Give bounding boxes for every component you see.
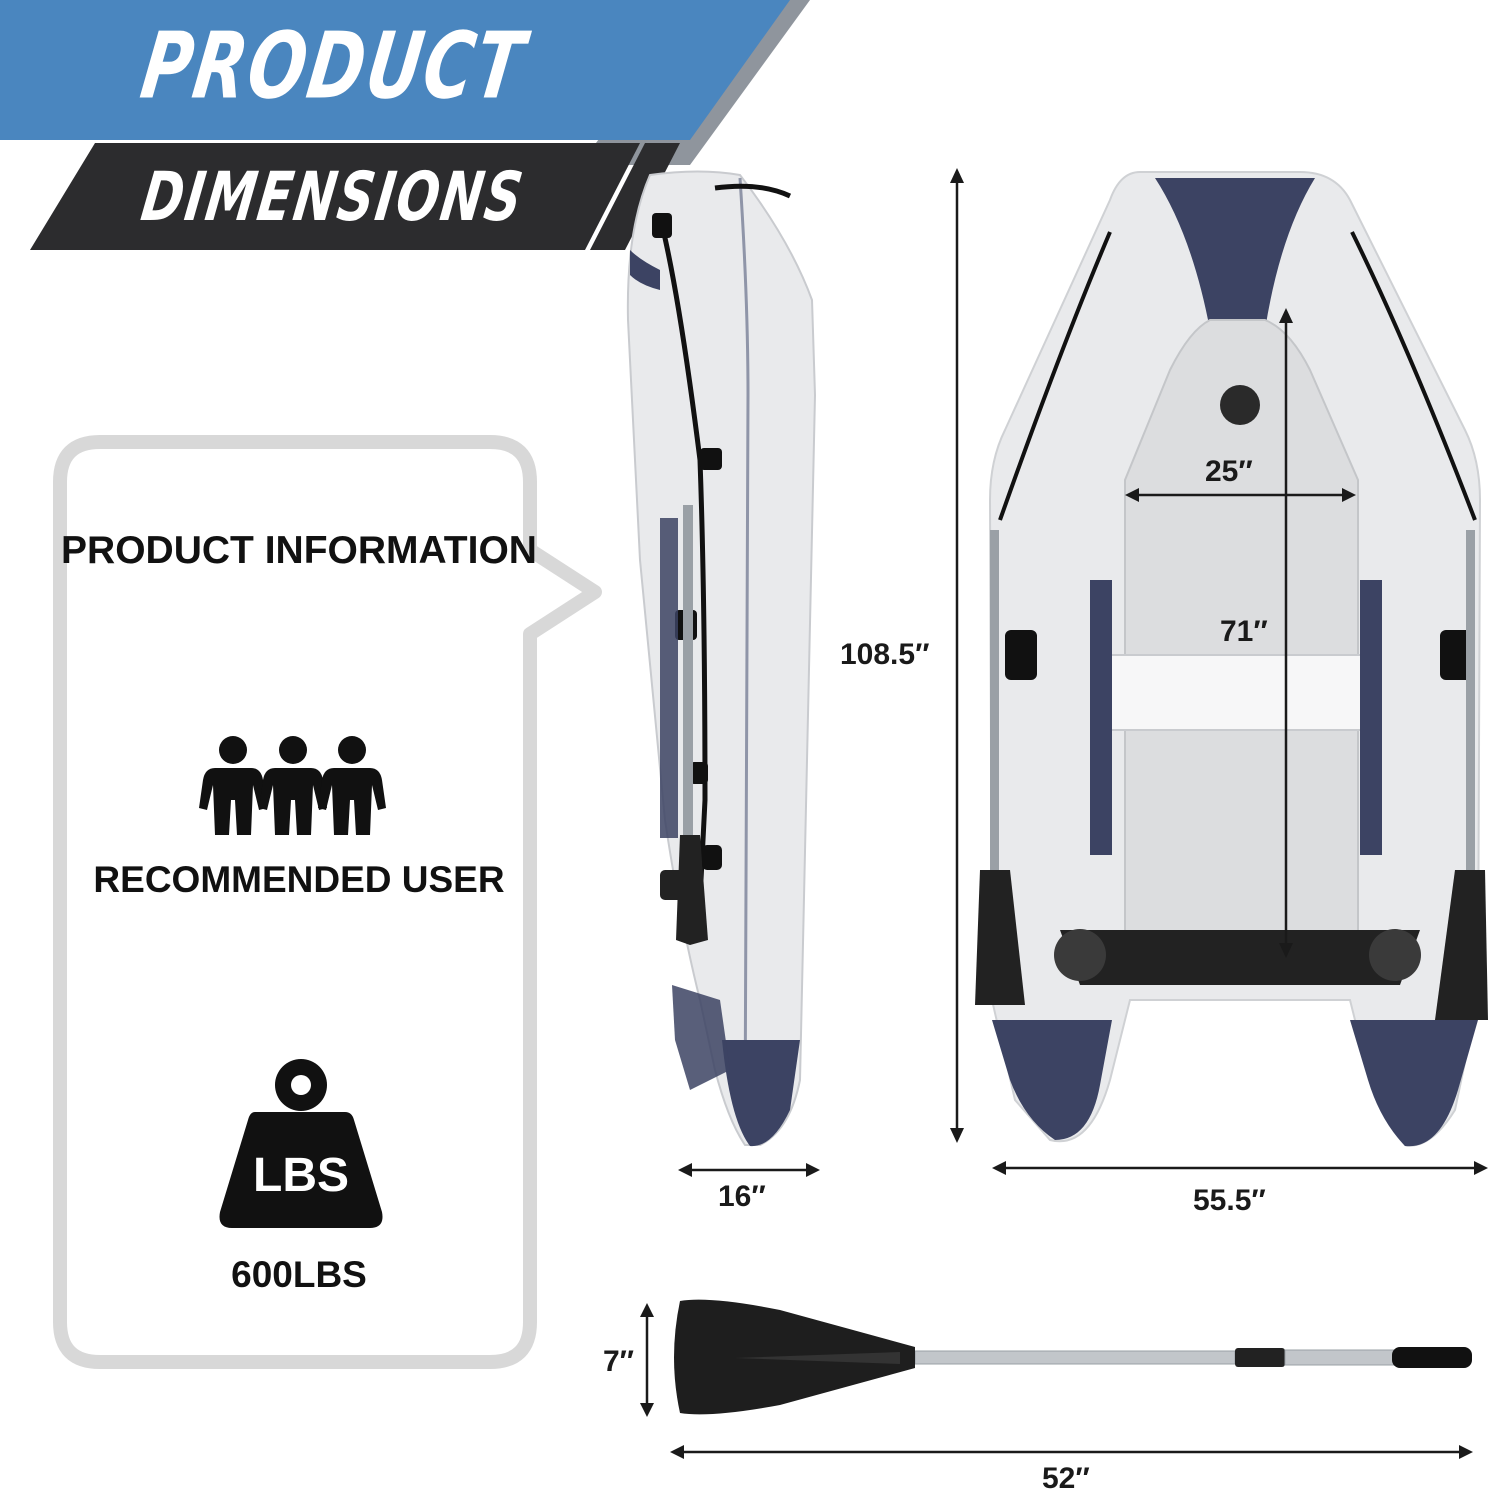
inner-length-label: 71″: [1220, 615, 1268, 648]
paddle: [674, 1299, 1472, 1415]
boat-side-view: [626, 170, 817, 1147]
banner-blue-panel: [0, 0, 790, 140]
weight-icon-label: LBS: [253, 1149, 349, 1202]
info-panel-heading: PRODUCT INFORMATION: [61, 529, 537, 572]
banner-dark-accent: [590, 143, 680, 250]
beam-label: 55.5″: [1193, 1184, 1266, 1217]
recommended-user-label: RECOMMENDED USER: [93, 859, 505, 900]
inner-width-label: 25″: [1205, 455, 1253, 488]
paddle-blade-label: 7″: [603, 1345, 635, 1378]
capacity-value: 600LBS: [231, 1254, 367, 1295]
banner-title: PRODUCT: [135, 14, 532, 121]
length-label: 108.5″: [840, 638, 930, 671]
side-width-label: 16″: [718, 1180, 766, 1213]
dimension-arrows: [640, 168, 1488, 1459]
three-people-icon: [199, 736, 386, 835]
boat-top-view: [975, 171, 1488, 1147]
banner-subtitle: DIMENSIONS: [136, 158, 529, 237]
info-panel-border: [53, 435, 602, 1369]
paddle-length-label: 52″: [1042, 1462, 1090, 1495]
weight-icon: [219, 1059, 383, 1228]
banner-dark-panel: [30, 143, 640, 250]
